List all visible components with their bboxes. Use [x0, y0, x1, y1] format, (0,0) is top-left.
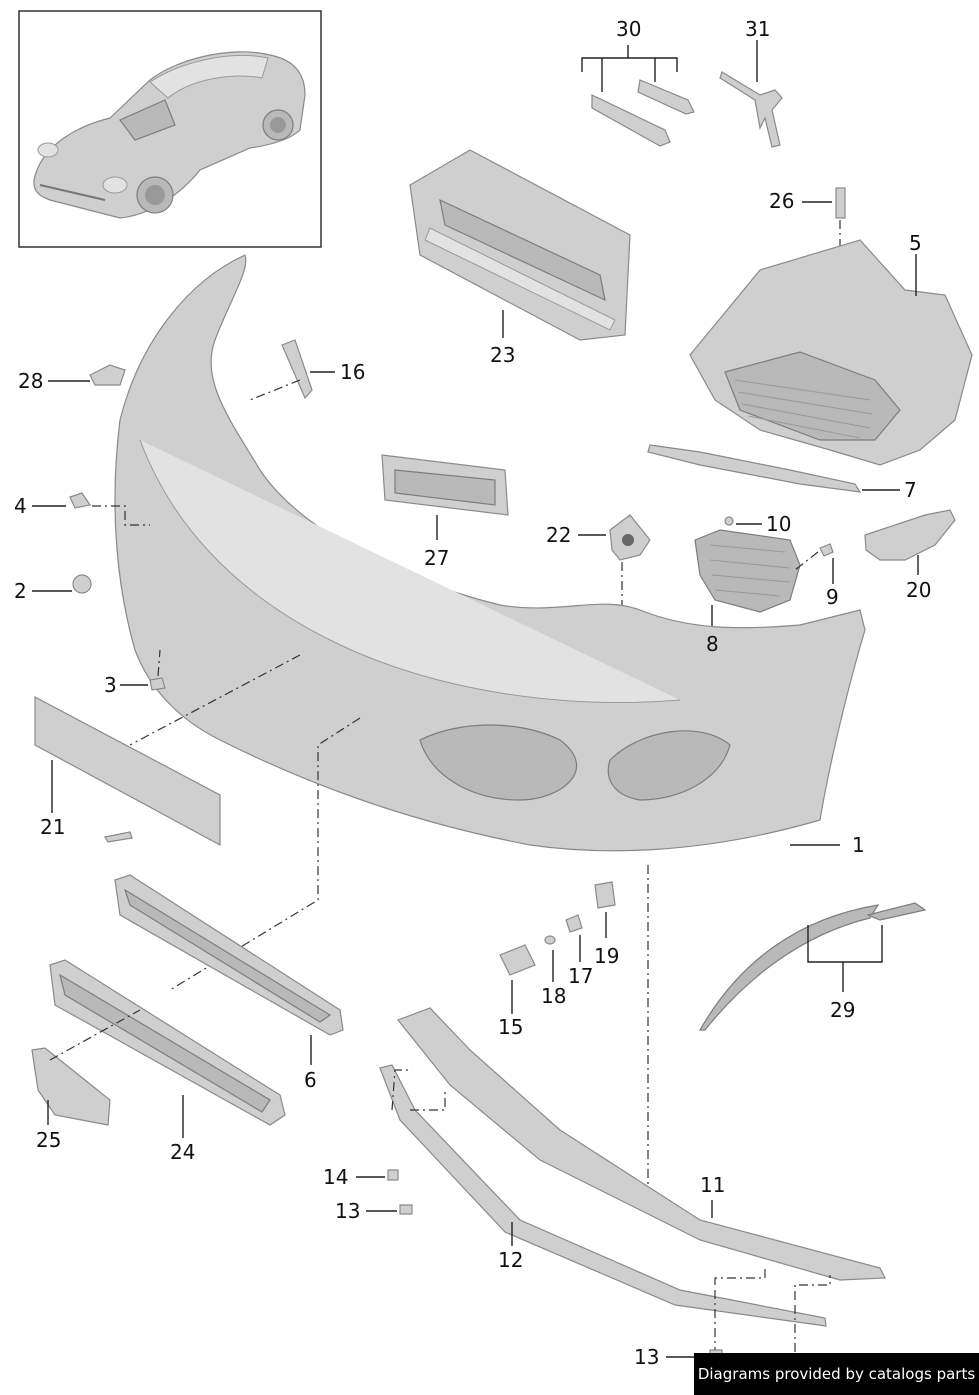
callout-24: 24 — [170, 1140, 195, 1164]
callout-7: 7 — [904, 478, 917, 502]
part-11-spoiler-bracket — [397, 1007, 886, 1281]
part-17-holder — [565, 914, 583, 962]
part-18-ring — [544, 935, 556, 982]
callout-3: 3 — [104, 673, 117, 697]
callout-19: 19 — [594, 944, 619, 968]
callout-23: 23 — [490, 343, 515, 367]
callout-26: 26 — [769, 189, 794, 213]
callout-15: 15 — [498, 1015, 523, 1039]
callout-16: 16 — [340, 360, 365, 384]
callout-labels: 1 2 3 4 5 6 7 8 9 10 11 12 13 13 14 15 1… — [14, 17, 931, 1369]
part-14-screw — [356, 1169, 399, 1181]
part-20-bracket — [864, 509, 956, 575]
part-23-air-duct — [409, 149, 631, 341]
part-21-license-plate-base — [34, 696, 221, 847]
callout-31: 31 — [745, 17, 770, 41]
callout-18: 18 — [541, 984, 566, 1008]
part-22-washer-nozzle — [578, 514, 651, 680]
part-31-applicator-gun — [719, 40, 783, 148]
callout-14: 14 — [323, 1165, 348, 1189]
callout-9: 9 — [826, 585, 839, 609]
callout-29: 29 — [830, 998, 855, 1022]
callout-21: 21 — [40, 815, 65, 839]
callout-28: 28 — [18, 369, 43, 393]
car-inset — [18, 10, 322, 248]
callout-8: 8 — [706, 632, 719, 656]
callout-1: 1 — [852, 833, 865, 857]
callout-30: 30 — [616, 17, 641, 41]
part-3-screw — [120, 649, 166, 691]
part-9-screw — [794, 543, 834, 584]
part-7-trim-strip — [647, 444, 900, 493]
callout-25: 25 — [36, 1128, 61, 1152]
part-1-bumper-cover — [114, 254, 866, 1200]
part-2-plug — [32, 574, 92, 594]
credit-banner: Diagrams provided by catalogs parts — [694, 1353, 979, 1395]
callout-13-lower: 13 — [634, 1345, 659, 1369]
part-10-clip — [724, 516, 762, 526]
callout-10: 10 — [766, 512, 791, 536]
part-19-bracket — [594, 881, 616, 938]
part-28-sensor — [48, 364, 126, 386]
callout-12: 12 — [498, 1248, 523, 1272]
callout-17: 17 — [568, 964, 593, 988]
part-12-lip-spoiler — [379, 1064, 831, 1370]
part-27-mount — [381, 454, 509, 540]
part-5-grille-carrier — [689, 239, 973, 466]
callout-20: 20 — [906, 578, 931, 602]
part-13-screw-a — [366, 1204, 413, 1215]
callout-4: 4 — [14, 494, 27, 518]
part-15-sensor — [499, 944, 536, 1014]
part-30-sealant-tubes — [581, 45, 695, 147]
callout-5: 5 — [909, 231, 922, 255]
callout-22: 22 — [546, 523, 571, 547]
callout-27: 27 — [424, 546, 449, 570]
part-4-clip — [32, 492, 150, 526]
callout-11: 11 — [700, 1173, 725, 1197]
part-16-bracket — [249, 339, 335, 401]
part-24-grille-frame — [49, 959, 286, 1138]
callout-13-upper: 13 — [335, 1199, 360, 1223]
part-25-trim-ring — [31, 1009, 141, 1126]
part-6-grille-frame — [114, 874, 344, 1065]
part-8-side-grille — [694, 529, 801, 628]
part-29-protective-foil — [698, 902, 927, 1031]
callout-2: 2 — [14, 579, 27, 603]
part-26-pin — [802, 187, 846, 255]
callout-6: 6 — [304, 1068, 317, 1092]
